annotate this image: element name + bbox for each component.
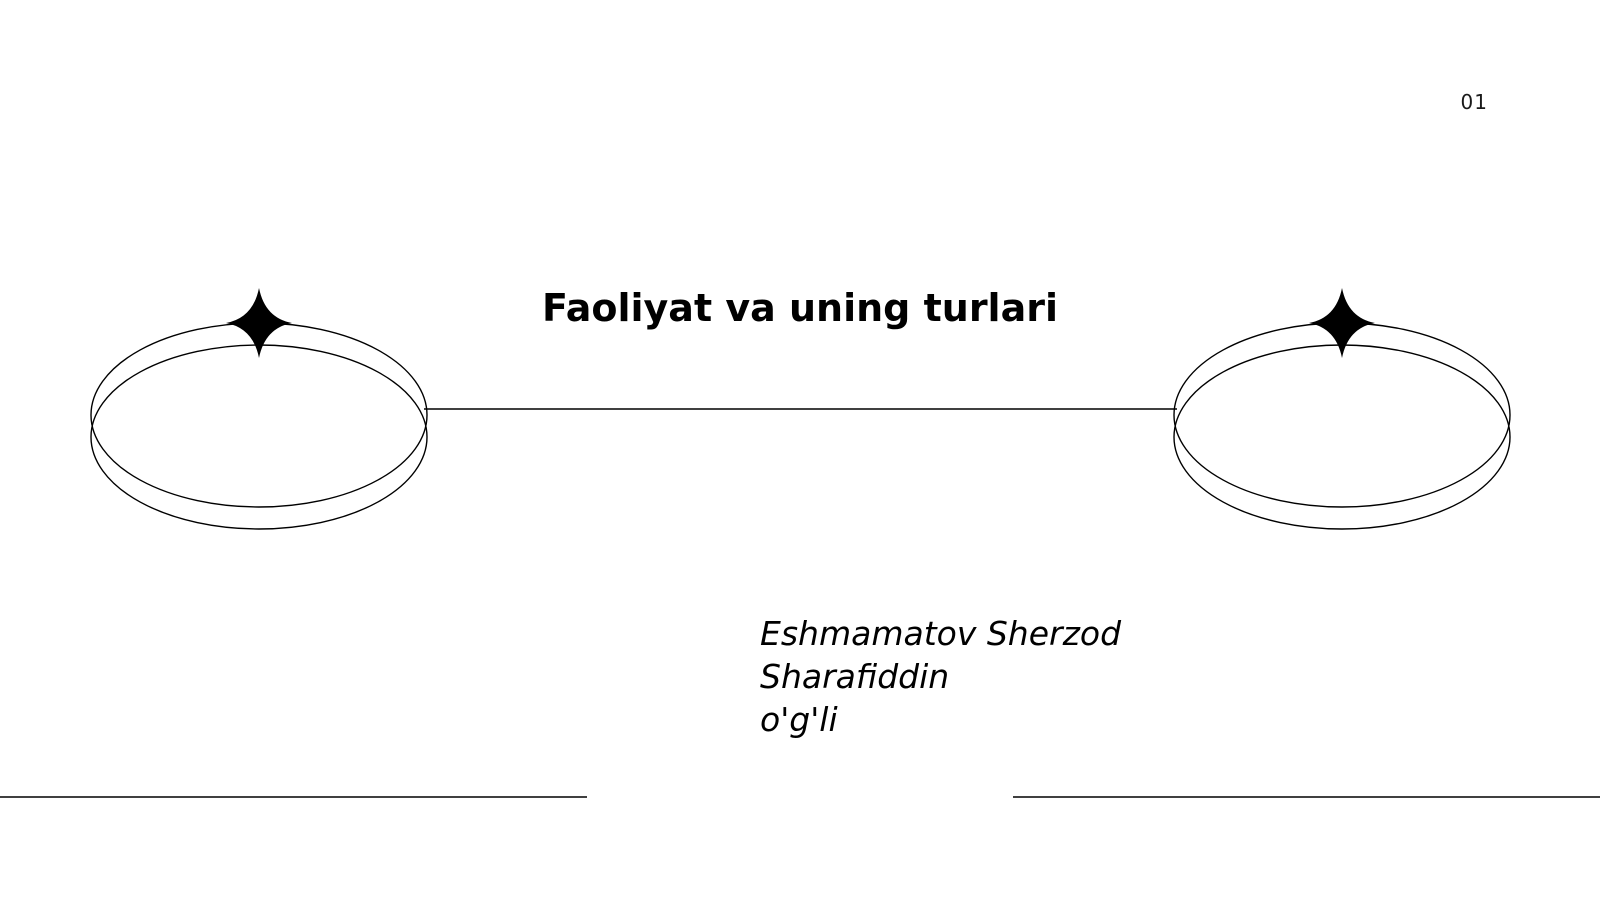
page-number: 01 [1460,90,1488,114]
author-name: Eshmamatov Sherzod Sharafiddin o'g'li [760,612,1320,741]
right-star-icon [1309,288,1375,358]
author-name-line-1: Eshmamatov Sherzod Sharafiddin [760,614,1122,696]
left-star-icon [226,288,292,358]
slide-title: Faoliyat va uning turlari [542,286,1058,330]
author-name-line-2: o'g'li [760,700,838,739]
